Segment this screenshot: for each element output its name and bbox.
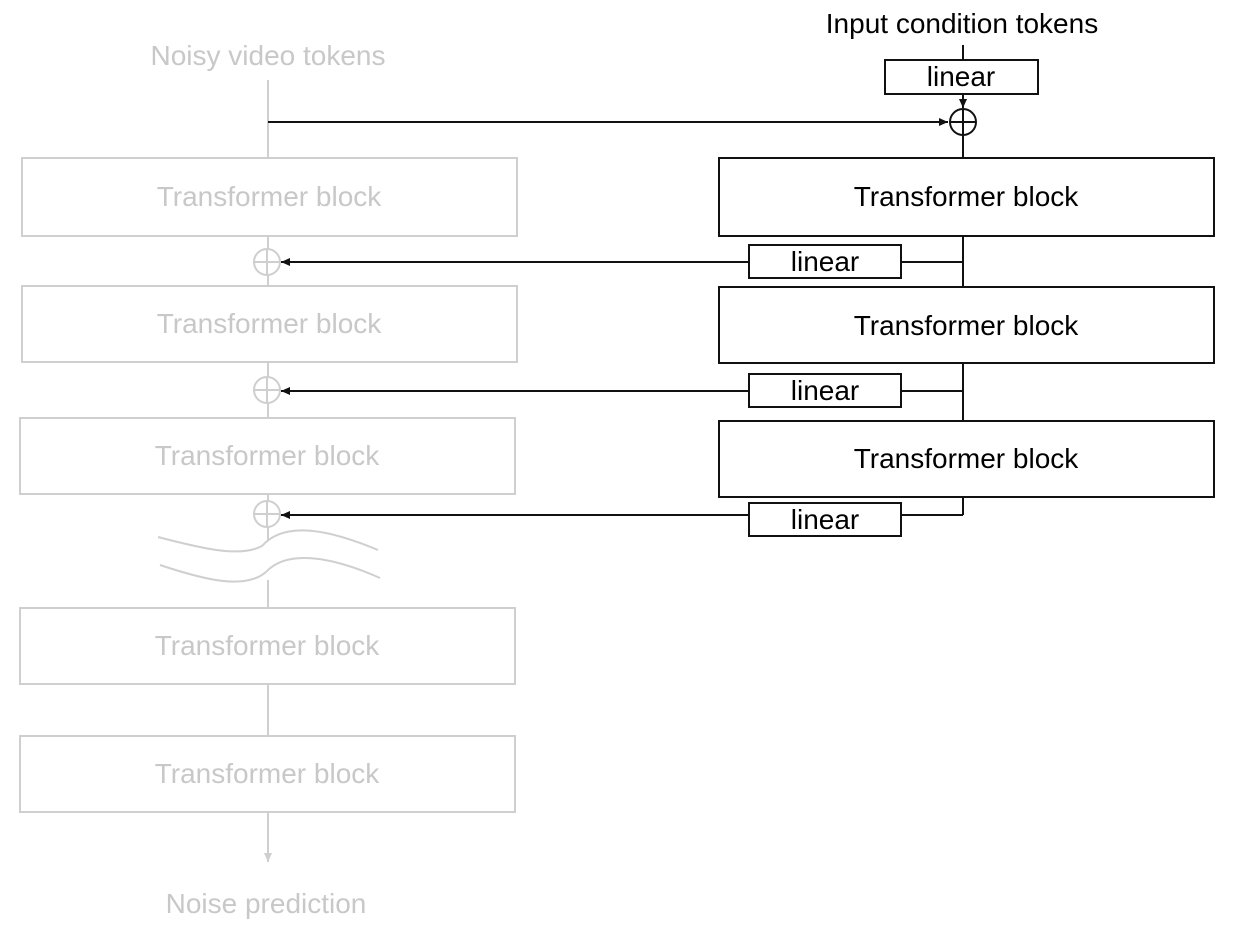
- noisy-video-tokens-label: Noisy video tokens: [150, 40, 385, 71]
- layer-break-curve-lower: [159, 556, 381, 583]
- main-transformer-block-4-label: Transformer block: [155, 630, 381, 661]
- zero-linear-box-2: [748, 373, 902, 408]
- noise-prediction-label: Noise prediction: [166, 888, 367, 919]
- zero-linear-box-3: [748, 502, 902, 537]
- control-transformer-block-2-label: Transformer block: [854, 310, 1080, 341]
- zero-linear-box-1: [748, 244, 902, 279]
- main-add-node-3: [253, 500, 281, 528]
- main-transformer-block-3: [19, 417, 516, 495]
- control-transformer-block-3-label: Transformer block: [854, 443, 1080, 474]
- control-add-node: [949, 108, 977, 136]
- zero-linear-label-1: linear: [791, 246, 859, 277]
- layer-break-curve-upper: [157, 529, 379, 553]
- main-transformer-block-1: [21, 157, 518, 237]
- main-transformer-block-4: [19, 607, 516, 685]
- main-add-node-1: [253, 248, 281, 276]
- condition-linear-box: [884, 59, 1039, 95]
- main-transformer-block-5-label: Transformer block: [155, 758, 381, 789]
- zero-linear-label-2: linear: [791, 375, 859, 406]
- control-transformer-block-1: [718, 157, 1215, 237]
- control-transformer-block-2: [718, 286, 1215, 364]
- main-add-node-2: [253, 376, 281, 404]
- zero-linear-label-3: linear: [791, 504, 859, 535]
- main-transformer-block-1-label: Transformer block: [157, 181, 383, 212]
- main-transformer-block-2-label: Transformer block: [157, 308, 383, 339]
- control-transformer-block-3: [718, 420, 1215, 498]
- main-transformer-block-3-label: Transformer block: [155, 440, 381, 471]
- condition-linear-label: linear: [927, 61, 995, 92]
- control-branch: Input condition tokens linear Transforme…: [268, 8, 1215, 537]
- main-transformer-block-5: [19, 735, 516, 813]
- input-condition-tokens-label: Input condition tokens: [826, 8, 1098, 39]
- control-transformer-block-1-label: Transformer block: [854, 181, 1080, 212]
- main-branch: Noisy video tokens Transformer block Tra…: [19, 40, 518, 919]
- main-transformer-block-2: [21, 285, 518, 363]
